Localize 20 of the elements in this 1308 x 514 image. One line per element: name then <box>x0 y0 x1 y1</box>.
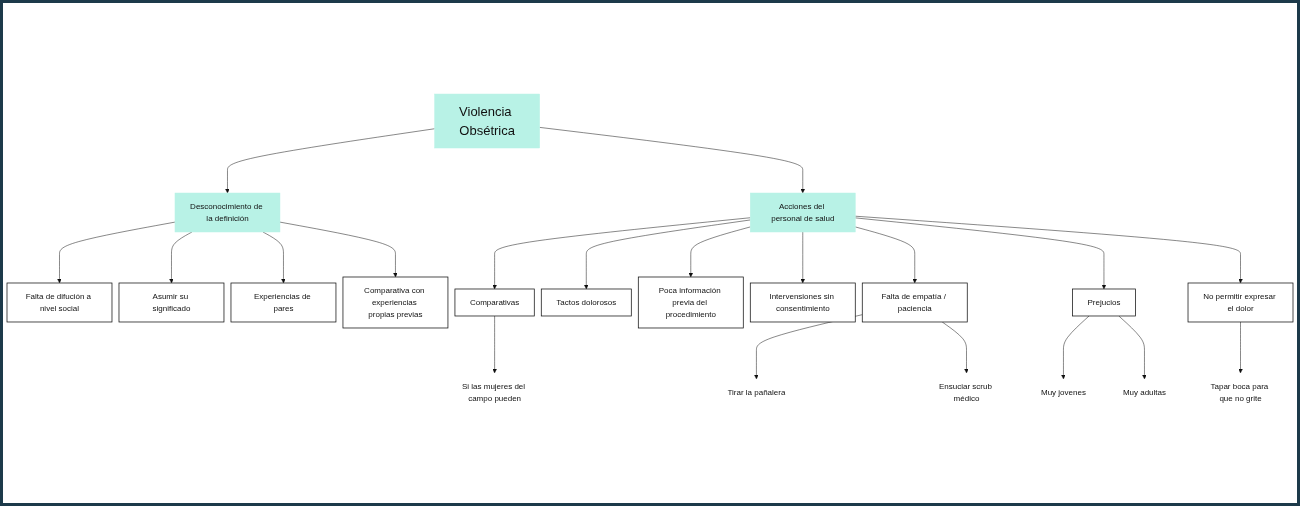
node-text: Tirar la pañalera <box>727 387 786 397</box>
node-box: Falta de difución a nivel social <box>6 282 113 323</box>
node-box: Poca información previa del procedimiento <box>637 276 744 329</box>
node-box: Comparativa con experiencias propias previas <box>342 276 449 329</box>
node-box: Violencia Obsétrica <box>434 93 540 149</box>
node-box: Acciones del personal de salud <box>750 192 856 233</box>
node-text: Ensuciar scrub médico <box>938 381 992 403</box>
node-text: Si las mujeres del campo pueden <box>461 381 526 403</box>
node-box: Comparativas <box>454 288 535 317</box>
node-text: Muy jovenes <box>1040 387 1086 397</box>
node-text: Tapar boca para que no grite <box>1210 381 1269 403</box>
node-text: Muy adultas <box>1122 387 1167 397</box>
node-box: Desconocimiento de la definición <box>174 192 281 233</box>
node-box: Tactos dolorosos <box>540 288 632 317</box>
node-box: Intervensiones sin consentimiento <box>749 282 856 323</box>
node-box: Prejucios <box>1072 288 1136 317</box>
node-box: Asumir su significado <box>118 282 225 323</box>
node-box: Experiencias de pares <box>230 282 337 323</box>
node-box: No permitir expresar el dolor <box>1187 282 1294 323</box>
node-box: Falta de empatía / paciencia <box>861 282 968 323</box>
